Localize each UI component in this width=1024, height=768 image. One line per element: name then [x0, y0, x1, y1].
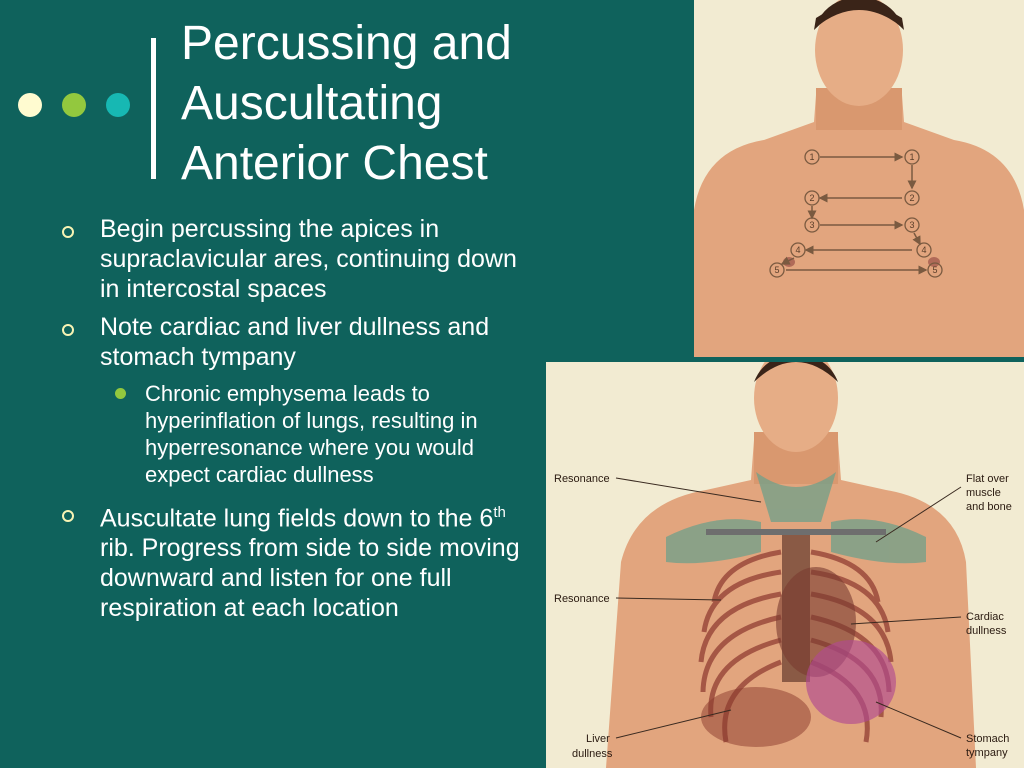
label-flat-line-1: Flat over — [966, 473, 1009, 485]
label-resonance-lower: Resonance — [554, 593, 610, 605]
percussion-sequence-image: 1 1 2 2 3 3 4 4 5 5 — [694, 0, 1024, 357]
label-flat-line-2: muscle — [966, 487, 1001, 499]
torso-illustration — [694, 0, 1024, 357]
marker-3-right: 3 — [909, 220, 914, 230]
liver-area — [701, 687, 811, 747]
ring-bullet-icon — [62, 324, 74, 336]
label-resonance-upper: Resonance — [554, 473, 610, 485]
dot-teal — [106, 93, 130, 117]
marker-5-left: 5 — [774, 265, 779, 275]
label-stomach-line-2: tympany — [966, 747, 1008, 759]
marker-4-right: 4 — [921, 245, 926, 255]
sub-bullet-1: Chronic emphysema leads to hyperinflatio… — [100, 380, 542, 488]
label-liver-line-1: Liver — [586, 733, 610, 745]
bullet-2-text: Note cardiac and liver dullness and stom… — [100, 313, 490, 371]
label-cardiac-line-2: dullness — [966, 625, 1007, 637]
label-stomach-line-1: Stomach — [966, 733, 1009, 745]
title-line-3: Anterior Chest — [181, 137, 488, 190]
bullet-3-superscript: th — [493, 504, 506, 521]
dot-bullet-icon — [115, 388, 126, 399]
title-line-1: Percussing and — [181, 17, 512, 70]
bullet-3-text-a: Auscultate lung fields down to the 6 — [100, 504, 494, 533]
marker-1-right: 1 — [909, 152, 914, 162]
label-flat-line-3: and bone — [966, 501, 1012, 513]
slide-body: Begin percussing the apices in supraclav… — [62, 214, 542, 631]
dot-green — [62, 93, 86, 117]
ring-bullet-icon — [62, 510, 74, 522]
percussion-path — [780, 152, 928, 275]
marker-4-left: 4 — [795, 245, 800, 255]
bullet-3-text-b: rib. Progress from side to side moving d… — [100, 534, 520, 623]
dot-cream — [18, 93, 42, 117]
bullet-2: Note cardiac and liver dullness and stom… — [62, 312, 542, 372]
leader-lines — [615, 477, 962, 739]
title-line-2: Auscultating — [181, 77, 443, 130]
bullet-1: Begin percussing the apices in supraclav… — [62, 214, 542, 304]
marker-1-left: 1 — [809, 152, 814, 162]
slide-title: Percussing and Auscultating Anterior Che… — [181, 14, 681, 194]
marker-2-right: 2 — [909, 193, 914, 203]
marker-5-right: 5 — [932, 265, 937, 275]
percussion-notes-image: Resonance Resonance Flat over muscle and… — [546, 362, 1024, 768]
label-cardiac-line-1: Cardiac — [966, 611, 1004, 623]
sub-bullet-1-text: Chronic emphysema leads to hyperinflatio… — [145, 381, 478, 487]
marker-3-left: 3 — [809, 220, 814, 230]
decorative-dots — [18, 93, 130, 117]
bullet-3: Auscultate lung fields down to the 6th r… — [62, 498, 542, 623]
ring-bullet-icon — [62, 226, 74, 238]
marker-2-left: 2 — [809, 193, 814, 203]
stomach-area — [806, 640, 896, 724]
title-divider — [151, 38, 156, 179]
bullet-1-text: Begin percussing the apices in supraclav… — [100, 215, 517, 303]
label-liver-line-2: dullness — [572, 748, 613, 760]
